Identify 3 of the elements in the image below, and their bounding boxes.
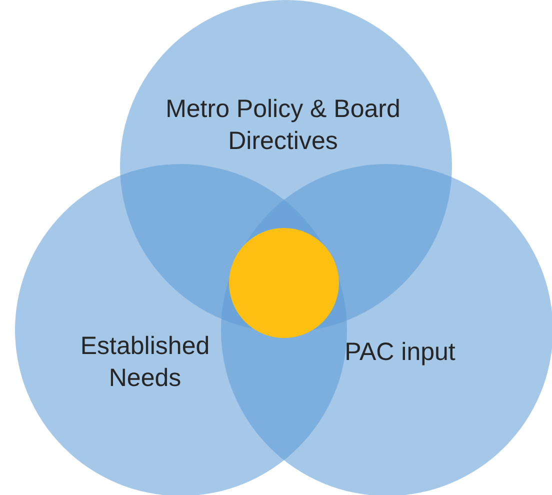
circle-label: PAC input <box>344 337 456 368</box>
circle-label: Established Needs <box>79 331 211 394</box>
circle-label: Metro Policy & Board Directives <box>164 94 402 157</box>
